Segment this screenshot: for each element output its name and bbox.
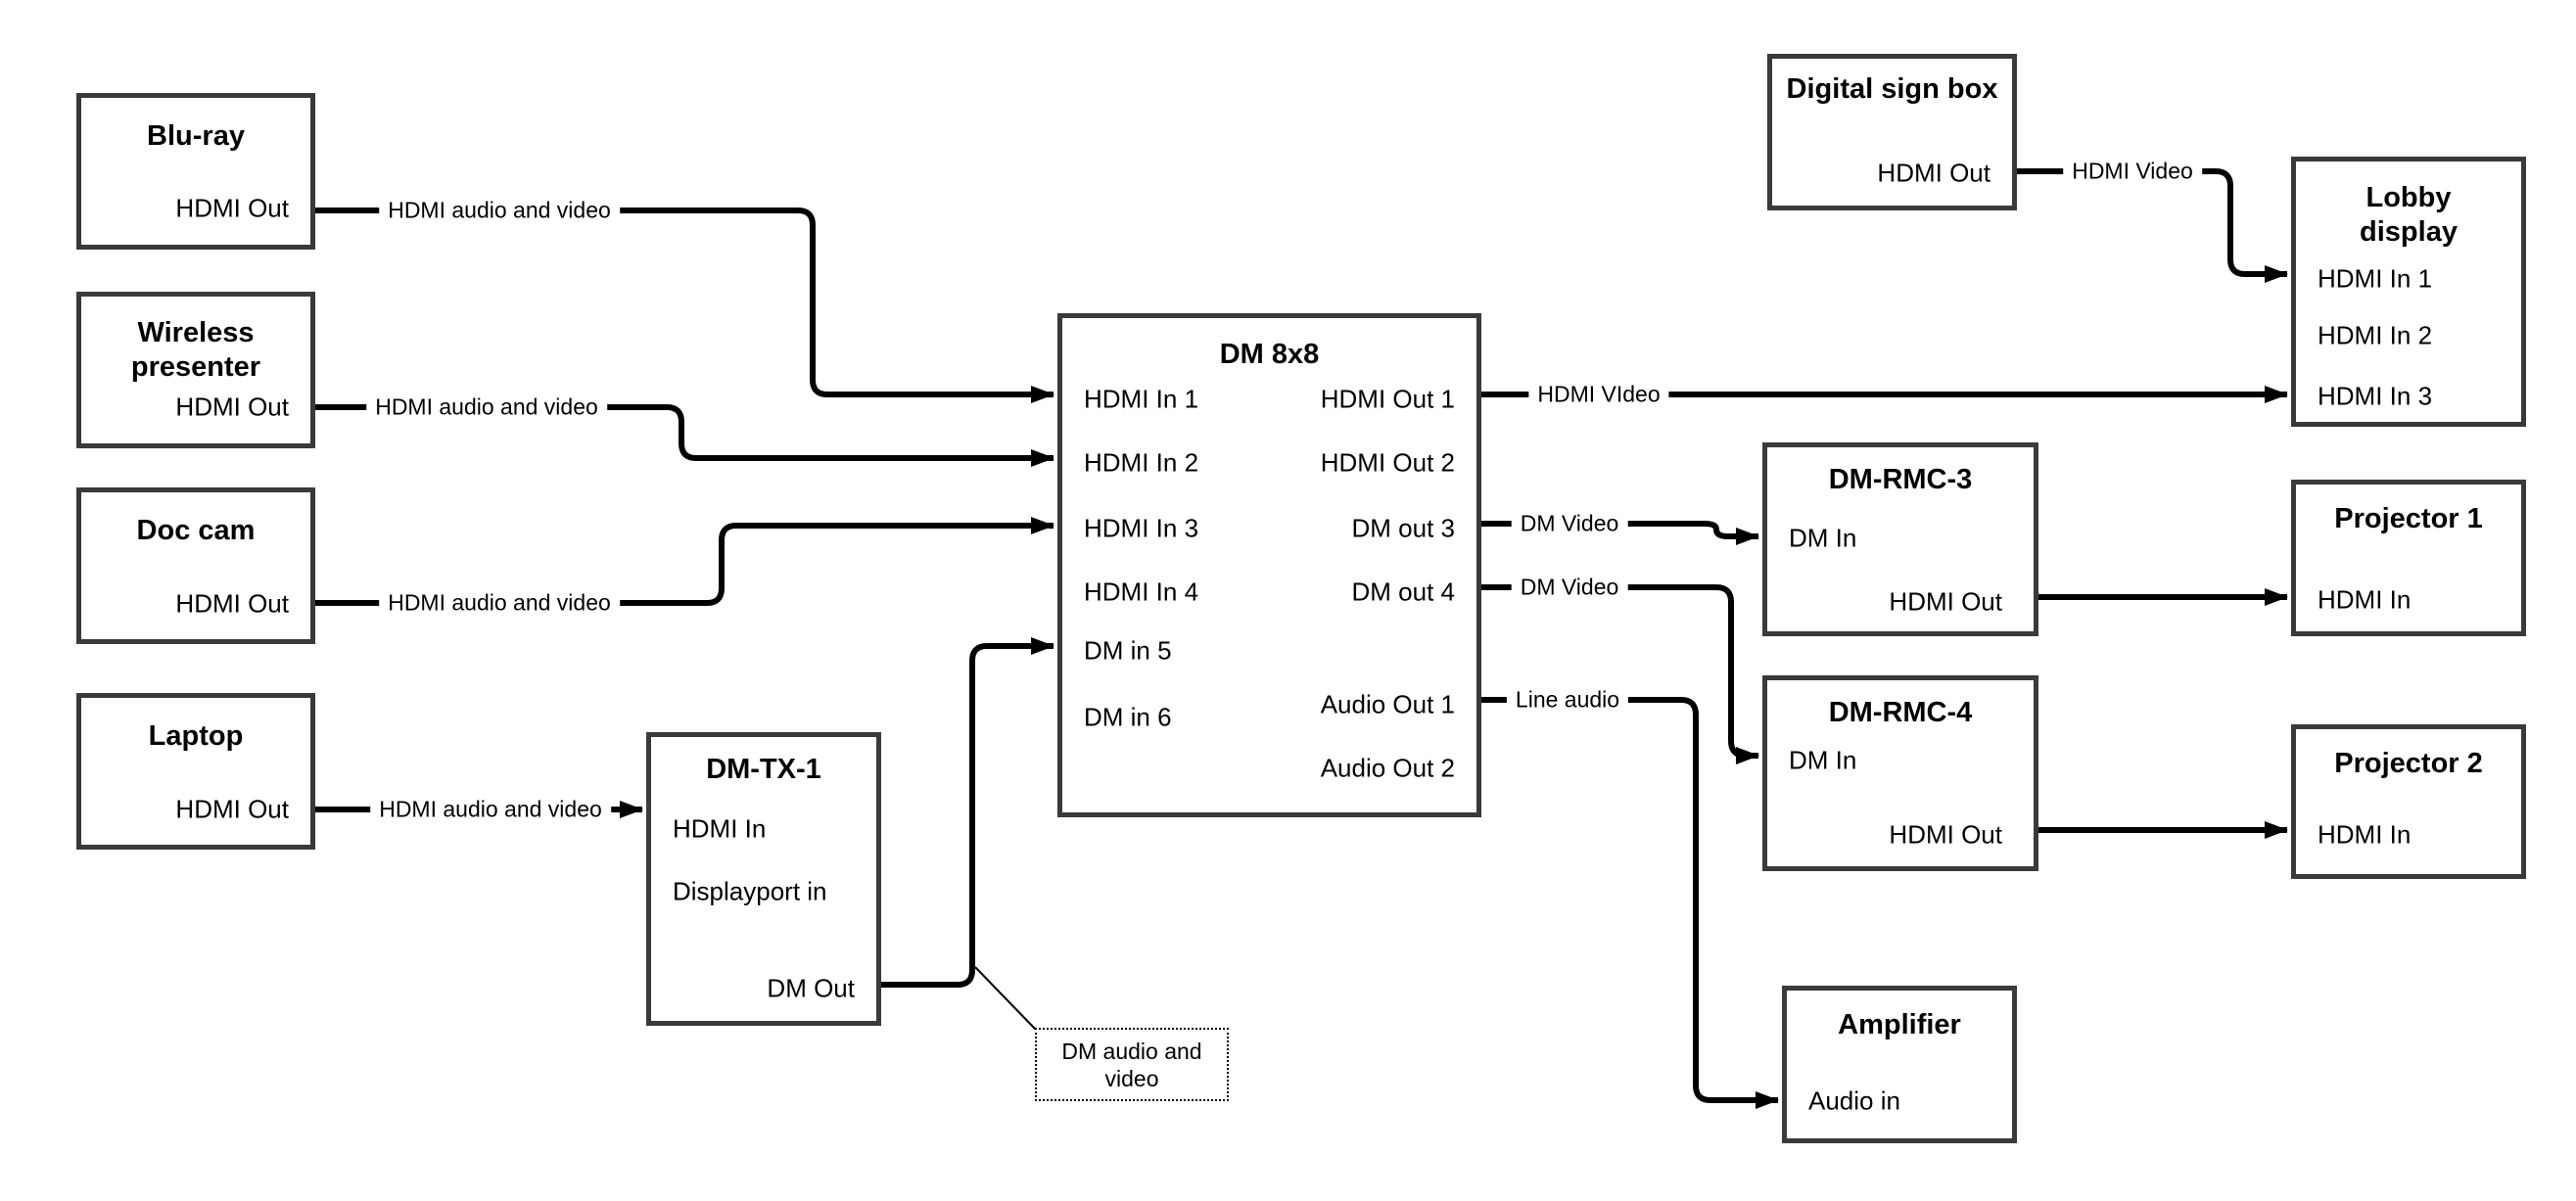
wire-label-line-audio: Line audio	[1506, 686, 1629, 714]
bluray-title: Blu-ray	[147, 120, 245, 152]
wire-label-dm-video-out3: DM Video	[1511, 510, 1628, 537]
projector-2-box: Projector 2 HDMI In	[2291, 724, 2526, 879]
bluray-port-hdmi-out: HDMI Out	[175, 193, 289, 223]
wire-label-bluray-feed: HDMI audio and video	[379, 197, 620, 224]
dm-8x8-port-audio-out-2: Audio Out 2	[1320, 753, 1455, 783]
wire-sign-to-lobby-in1	[2015, 168, 2288, 283]
digital-sign-box-title: Digital sign box	[1786, 73, 1998, 105]
digital-sign-box: Digital sign box HDMI Out	[1767, 54, 2017, 210]
projector-2-port-hdmi-in: HDMI In	[2318, 819, 2412, 850]
dm-tx-1-port-dm-out: DM Out	[767, 973, 855, 1003]
lobby-display-port-hdmi-in-3: HDMI In 3	[2318, 381, 2433, 411]
wire-label-hdmi-video-sign: HDMI Video	[2063, 158, 2202, 185]
lobby-display-title: Lobby display	[2360, 182, 2458, 248]
dm-8x8-port-hdmi-in-1: HDMI In 1	[1084, 384, 1199, 414]
wireless-presenter-port-hdmi-out: HDMI Out	[175, 392, 289, 422]
lobby-display-port-hdmi-in-2: HDMI In 2	[2318, 320, 2433, 350]
projector-1-box: Projector 1 HDMI In	[2291, 480, 2526, 636]
doc-cam-box: Doc cam HDMI Out	[76, 487, 315, 644]
lobby-display-port-hdmi-in-1: HDMI In 1	[2318, 263, 2433, 294]
wireless-presenter-box: Wireless presenter HDMI Out	[76, 292, 315, 448]
dm-8x8-port-dm-out-4: DM out 4	[1351, 577, 1456, 607]
dm-rmc-4-box: DM-RMC-4 DM In HDMI Out	[1762, 675, 2038, 871]
dm-tx-1-title: DM-TX-1	[706, 754, 821, 785]
dm-tx-1-port-displayport-in: Displayport in	[673, 876, 827, 906]
dm-rmc-4-title: DM-RMC-4	[1828, 697, 1973, 728]
dm-rmc-4-port-dm-in: DM In	[1789, 745, 1857, 775]
dm-8x8-box: DM 8x8 HDMI In 1 HDMI In 2 HDMI In 3 HDM…	[1057, 313, 1481, 817]
dm-8x8-port-hdmi-out-1: HDMI Out 1	[1320, 384, 1455, 414]
dm-rmc-3-port-hdmi-out: HDMI Out	[1889, 586, 2002, 617]
lobby-display-box: Lobby display HDMI In 1 HDMI In 2 HDMI I…	[2291, 157, 2526, 427]
wire-label-dm-video-out4: DM Video	[1511, 574, 1628, 601]
dm-rmc-3-port-dm-in: DM In	[1789, 523, 1857, 553]
laptop-box: Laptop HDMI Out	[76, 693, 315, 850]
laptop-title: Laptop	[148, 720, 244, 752]
dm-8x8-port-hdmi-in-4: HDMI In 4	[1084, 577, 1199, 607]
bluray-box: Blu-ray HDMI Out	[76, 93, 315, 250]
dm-audio-video-callout-text: DM audio and video	[1061, 1038, 1202, 1091]
amplifier-port-audio-in: Audio in	[1808, 1086, 1900, 1116]
wire-dm8x8-audio1-to-amplifier	[1481, 697, 1779, 1109]
dm-audio-video-callout: DM audio and video	[1035, 1028, 1229, 1101]
dm-tx-1-port-hdmi-in: HDMI In	[673, 813, 767, 844]
projector-1-port-hdmi-in: HDMI In	[2318, 584, 2412, 615]
amplifier-title: Amplifier	[1838, 1009, 1961, 1040]
wire-bluray-to-dm8x8-in1	[315, 208, 1054, 403]
wire-label-hdmi-video-out1: HDMI VIdeo	[1528, 381, 1669, 408]
laptop-port-hdmi-out: HDMI Out	[175, 794, 289, 824]
doc-cam-port-hdmi-out: HDMI Out	[175, 588, 289, 619]
dm-8x8-port-audio-out-1: Audio Out 1	[1320, 689, 1455, 719]
projector-1-title: Projector 1	[2334, 503, 2483, 534]
dm-tx-1-box: DM-TX-1 HDMI In Displayport in DM Out	[646, 732, 881, 1026]
dm-8x8-port-dm-in-6: DM in 6	[1084, 702, 1172, 732]
dm-rmc-3-box: DM-RMC-3 DM In HDMI Out	[1762, 442, 2038, 636]
wire-label-doc-cam-feed: HDMI audio and video	[379, 589, 620, 617]
dm-8x8-port-dm-out-3: DM out 3	[1351, 513, 1456, 543]
dm-8x8-port-hdmi-out-2: HDMI Out 2	[1320, 447, 1455, 478]
dm-rmc-4-port-hdmi-out: HDMI Out	[1889, 819, 2002, 850]
wire-label-wireless-feed: HDMI audio and video	[366, 393, 607, 421]
doc-cam-title: Doc cam	[136, 515, 256, 546]
dm-8x8-port-dm-in-5: DM in 5	[1084, 635, 1172, 666]
digital-sign-box-port-hdmi-out: HDMI Out	[1877, 158, 1991, 188]
callout-leader-line	[974, 966, 1037, 1031]
wireless-presenter-title: Wireless presenter	[130, 317, 261, 383]
dm-8x8-port-hdmi-in-2: HDMI In 2	[1084, 447, 1199, 478]
dm-8x8-port-hdmi-in-3: HDMI In 3	[1084, 513, 1199, 543]
dm-8x8-title: DM 8x8	[1219, 339, 1320, 370]
wire-dmtx1-to-dm8x8-in5	[881, 637, 1054, 988]
wire-label-laptop-feed: HDMI audio and video	[370, 796, 611, 823]
wire-dm8x8-out4-to-rmc4	[1481, 584, 1759, 764]
amplifier-box: Amplifier Audio in	[1782, 986, 2017, 1143]
projector-2-title: Projector 2	[2334, 748, 2483, 779]
dm-rmc-3-title: DM-RMC-3	[1828, 464, 1973, 495]
